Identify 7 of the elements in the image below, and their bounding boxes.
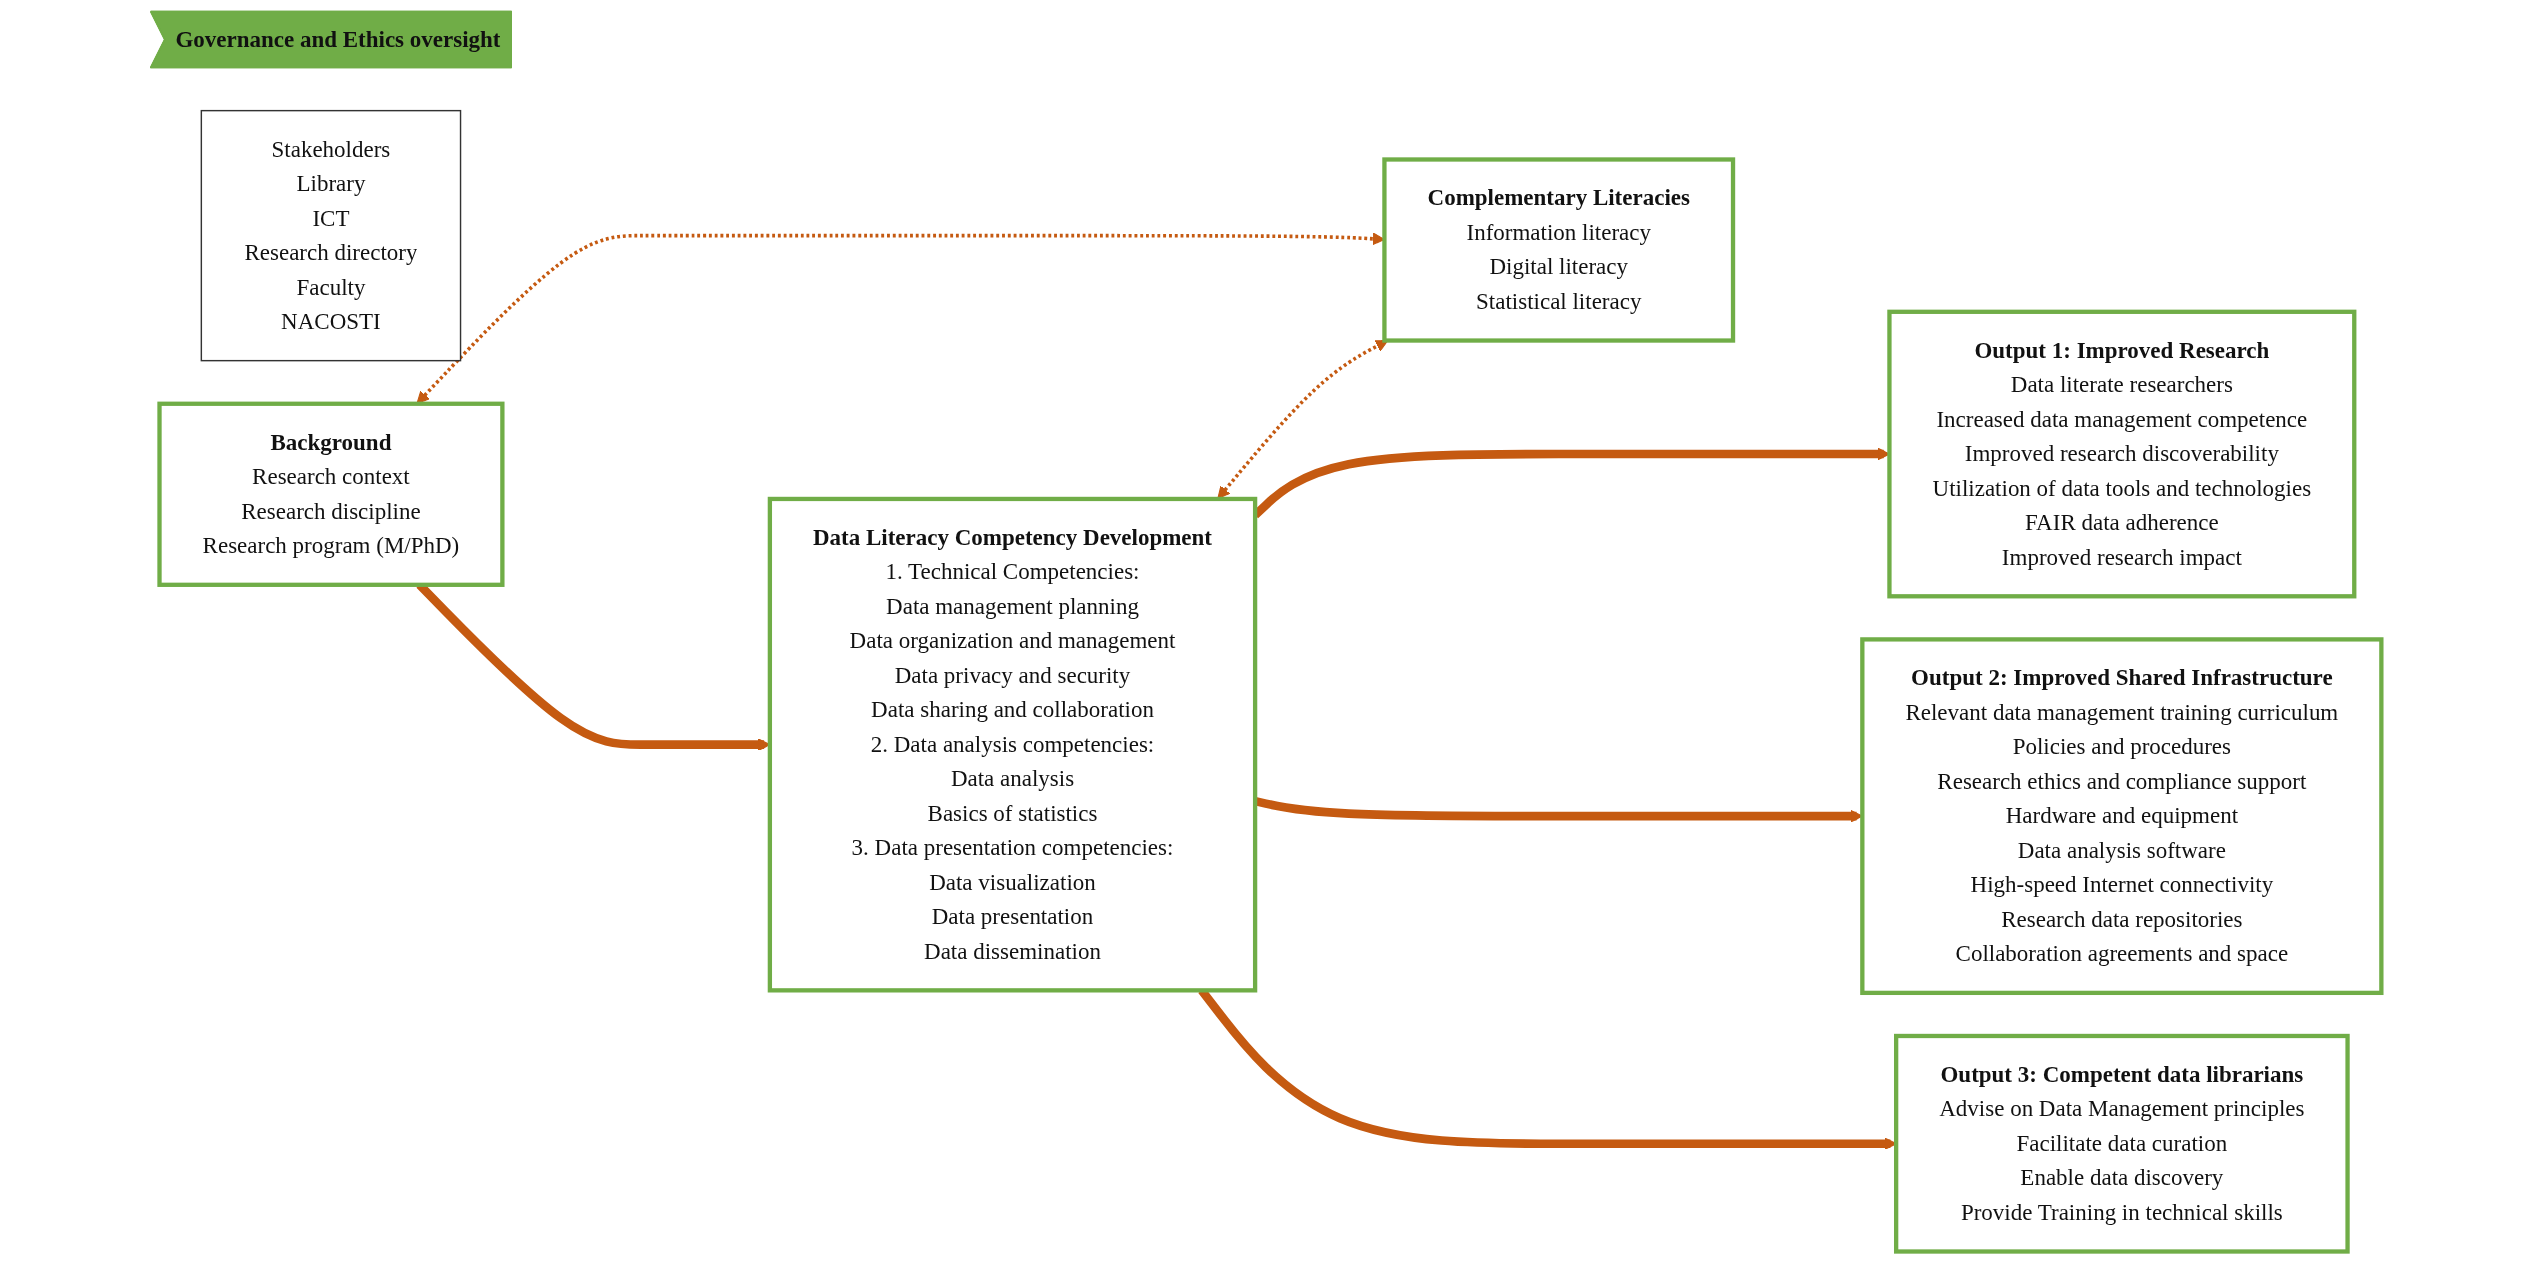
node-box: Output 3: Competent data librarians Advise on Data Management principles Facilitate data curation Enable data discovery Provide Training in technical skills [1894,1033,2350,1254]
node-box: Output 2: Improved Shared Infrastructure Relevant data management training curriculum Policies and procedures Research ethics and compliance support Hardware and equipment Data analysis software High-speed Internet connectivity Research data repositories Collaboration agreements and space [1860,637,2384,996]
node-box: Data Literacy Competency Development 1. Technical Competencies: Data management planning Data organization and management Data privacy and security Data sharing and collaboration 2. Data analysis competencies: Data analysis Basics of statistics 3. Data presentation competencies: Data visualization Data presentation Data dissemination [767,496,1258,993]
node-box: Output 1: Improved Research Data literate researchers Increased data management competence Improved research discoverability Utilization of data tools and technologies FAIR data adherence Improved research impact [1887,309,2357,599]
node-box: Background Research context Research discipline Research program (M/PhD) [157,401,505,587]
node-box: Complementary Literacies Information literacy Digital literacy Statistical literacy [1382,157,1736,343]
node-box: Stakeholders Library ICT Research directory Faculty NACOSTI [200,109,462,362]
